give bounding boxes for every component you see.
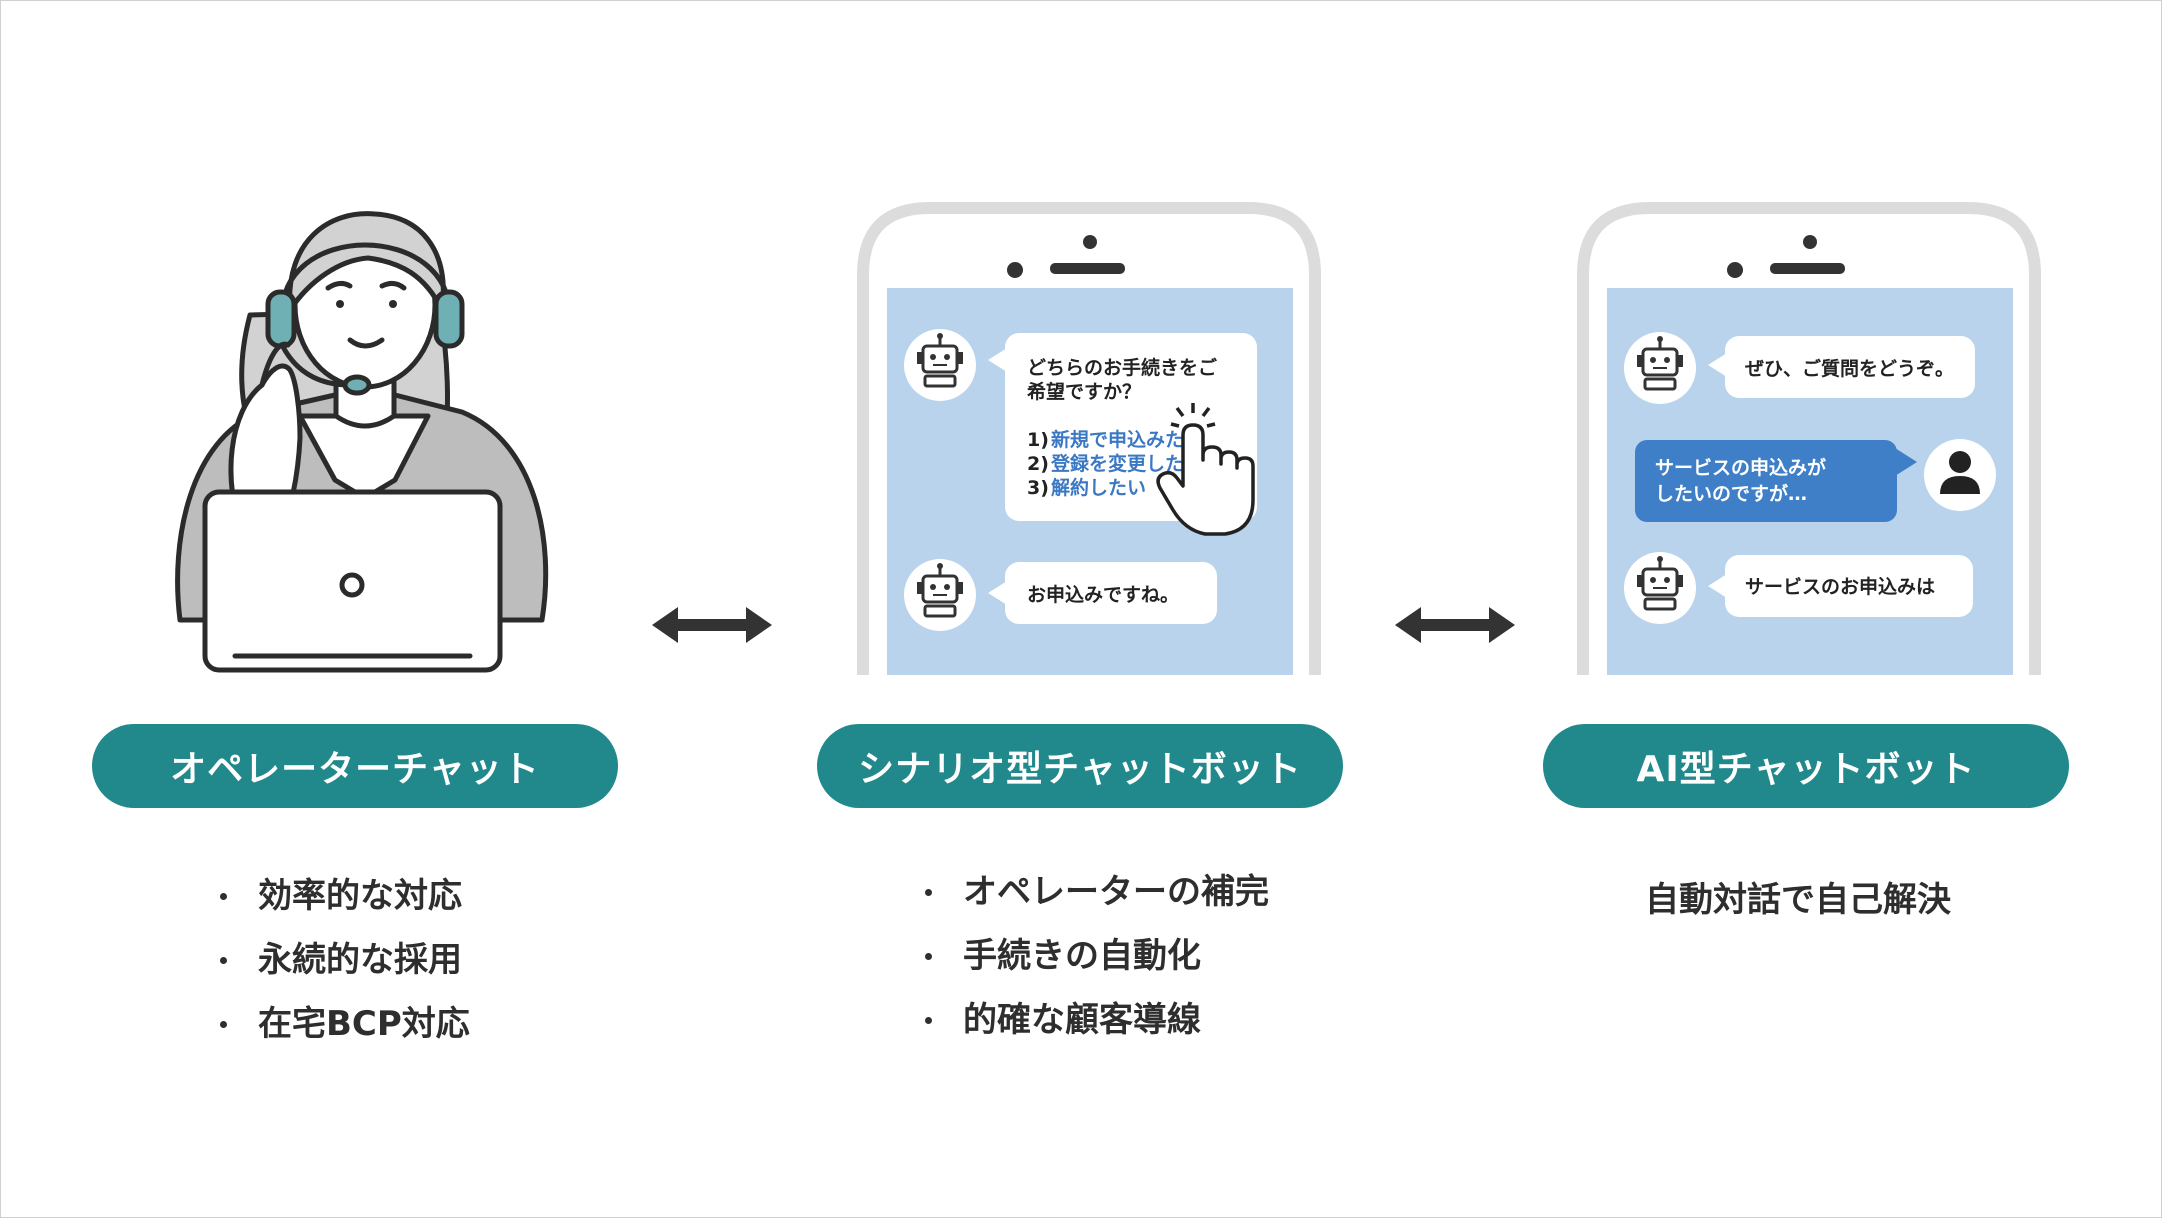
list-item: 在宅BCP対応 — [220, 992, 470, 1056]
option-3-num: 3) — [1027, 477, 1049, 499]
list-item: 効率的な対応 — [220, 864, 470, 928]
robot-icon — [904, 329, 976, 401]
bot-reply-text: サービスのお申込みは — [1745, 575, 1935, 598]
list-item: 永続的な採用 — [220, 928, 470, 992]
option-1-num: 1) — [1027, 429, 1049, 451]
robot-icon — [904, 559, 976, 631]
bot-greeting-text: ぜひ、ご質問をどうぞ。 — [1745, 357, 1954, 380]
ai-feature-summary: 自動対話で自己解決 — [1645, 880, 1951, 920]
user-line-1: サービスの申込みが — [1655, 456, 1826, 479]
double-arrow-icon — [1395, 607, 1515, 643]
question-line-1: どちらのお手続きをご — [1027, 356, 1217, 379]
double-arrow-icon — [652, 607, 772, 643]
pointing-hand-icon — [1156, 403, 1255, 536]
option-2-link[interactable]: 登録を変更した — [1050, 452, 1184, 475]
ai-phone: ぜひ、ご質問をどうぞ。 サービスの申込みが したいのですが… サービスのお申込み… — [1577, 202, 2041, 675]
robot-icon — [1624, 552, 1696, 624]
list-item: 的確な顧客導線 — [925, 988, 1269, 1052]
bot-greeting-bubble — [1725, 336, 1975, 398]
user-icon — [1924, 439, 1996, 511]
list-item: オペレーターの補完 — [925, 860, 1269, 924]
user-bubble — [1635, 440, 1897, 522]
operator-feature-list: 効率的な対応 永続的な採用 在宅BCP対応 — [220, 864, 470, 1056]
list-item: 手続きの自動化 — [925, 924, 1269, 988]
user-line-2: したいのですが… — [1655, 482, 1807, 505]
option-1-link[interactable]: 新規で申込みた — [1051, 428, 1184, 451]
scenario-feature-list: オペレーターの補完 手続きの自動化 的確な顧客導線 — [925, 860, 1269, 1052]
scenario-chatbot-label: シナリオ型チャットボット — [817, 724, 1343, 808]
ai-chatbot-label: AI型チャットボット — [1543, 724, 2069, 808]
scenario-phone: どちらのお手続きをご 希望ですか？ 1) 新規で申込みた 2) 登録を変更した … — [857, 202, 1321, 675]
robot-icon — [1624, 332, 1696, 404]
bot-reply-bubble — [1725, 555, 1973, 617]
question-line-2: 希望ですか？ — [1027, 380, 1141, 403]
option-2-num: 2) — [1027, 453, 1049, 475]
option-3-link[interactable]: 解約したい — [1051, 476, 1146, 499]
operator-illustration — [175, 211, 549, 673]
bot-reply-bubble — [1005, 562, 1217, 624]
bot-reply-text: お申込みですね。 — [1027, 583, 1179, 606]
operator-chat-label: オペレーターチャット — [92, 724, 618, 808]
